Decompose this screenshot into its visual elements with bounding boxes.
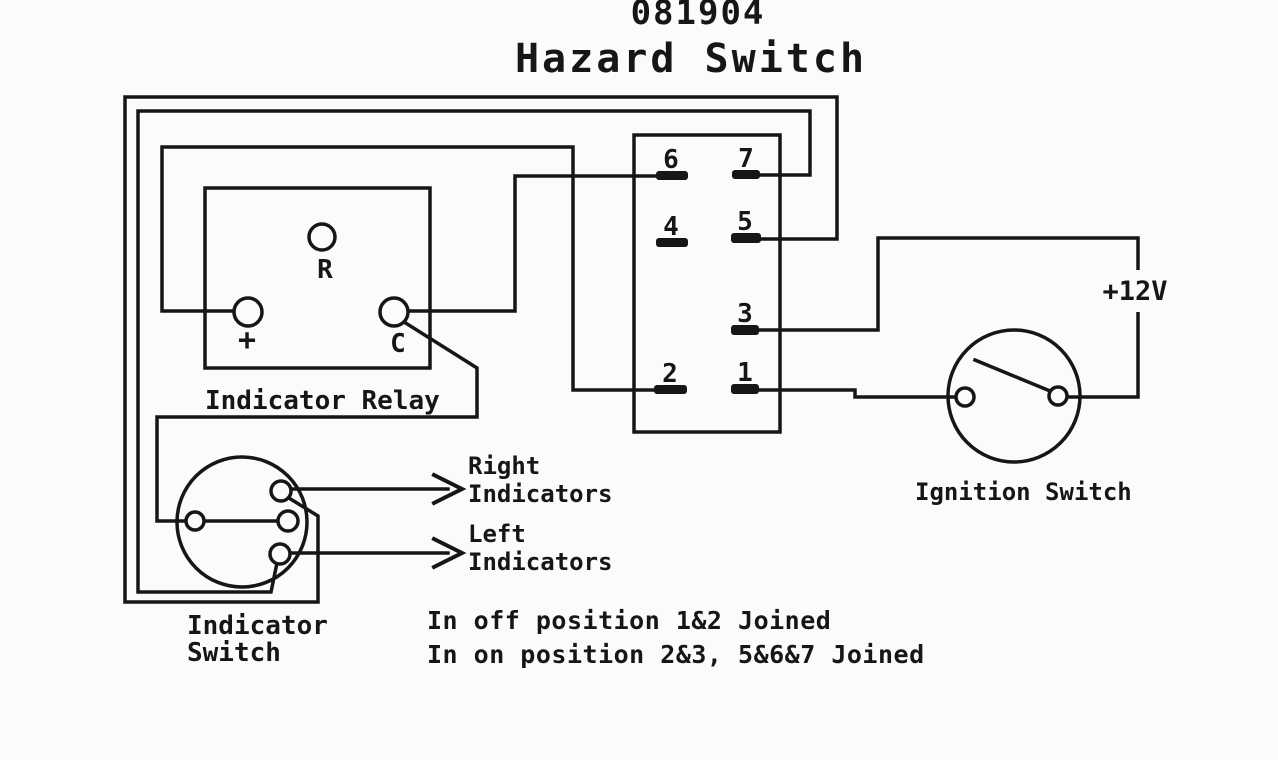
left-indicators-label-line1: Left [468,520,526,548]
indicator-relay: R + C Indicator Relay [203,186,440,416]
ignition-terminal-right [1047,385,1069,407]
pin-3-pad [731,325,759,335]
indicator-terminal-left-output [268,542,292,566]
left-indicators-arrowhead-icon [431,536,467,570]
pin-5-label: 5 [737,207,753,237]
ignition-terminal-left [954,386,976,408]
power-label-group: +12V [1096,270,1178,312]
relay-terminal-r [307,222,337,252]
right-indicators-label-line2: Indicators [468,480,613,508]
note-off-position: In off position 1&2 Joined [427,606,831,635]
wires [123,95,1140,604]
ignition-switch-label: Ignition Switch [915,478,1132,506]
pin-6-label: 6 [663,145,679,175]
wire-pin3-to-12v-to-ignition [758,236,1140,399]
power-12v-label: +12V [1102,276,1167,307]
hazard-switch-block: 6 7 4 5 3 2 1 [632,133,782,434]
pin-7-pad [732,170,760,179]
indicator-relay-label: Indicator Relay [205,386,440,416]
relay-terminal-c [378,296,410,328]
hazard-switch-body [632,133,782,434]
pin-3-label: 3 [737,299,753,329]
indicator-switch-body [175,455,309,589]
wire-relay-c-to-indicator-switch [155,319,479,523]
pin-1-pad [731,384,759,394]
power-label-backing [1096,270,1178,312]
relay-terminal-plus [232,296,264,328]
pin-6-pad [656,171,688,180]
relay-terminal-plus-label: + [238,323,256,358]
ignition-switch: Ignition Switch [915,328,1132,506]
right-indicators-arrowhead-icon [431,472,467,506]
indicator-terminal-middle [276,509,300,533]
main-title: 081904 Hazard Switch [515,0,867,82]
wire-relay-plus-to-pin2 [160,145,656,392]
note-on-position: In on position 2&3, 5&6&7 Joined [427,640,925,669]
indicator-relay-body [203,186,432,370]
output-labels: Right Indicators Left Indicators [468,452,613,576]
output-arrows [431,472,467,570]
indicator-terminal-right-output [269,479,293,503]
indicator-switch-label-line2: Switch [187,638,281,668]
wire-pin7-to-left-indicator-terminal [136,109,812,594]
wire-relay-c-to-pin6 [407,174,658,313]
left-indicators-label-line2: Indicators [468,548,613,576]
wire-pin5-to-right-indicator-terminal [123,95,839,604]
indicator-switch: Indicator Switch [175,455,328,668]
pin-1-label: 1 [737,358,753,388]
part-number-title: 081904 [631,0,766,33]
wire-pin1-to-ignition [757,388,958,399]
indicator-switch-label-line1: Indicator [187,611,328,641]
diagram-title: Hazard Switch [515,36,867,82]
pin-2-pad [654,385,687,394]
ignition-switch-body [946,328,1082,464]
indicator-terminal-left [184,510,206,532]
notes: In off position 1&2 Joined In on positio… [427,606,925,669]
pin-7-label: 7 [738,144,754,174]
relay-terminal-r-label: R [317,255,333,285]
pin-4-label: 4 [663,212,679,242]
right-indicators-label-line1: Right [468,452,540,480]
pin-2-label: 2 [662,359,678,389]
ignition-switch-lever [972,357,1053,394]
relay-terminal-c-label: C [390,329,406,359]
pin-5-pad [731,233,761,243]
pin-4-pad [656,238,688,247]
